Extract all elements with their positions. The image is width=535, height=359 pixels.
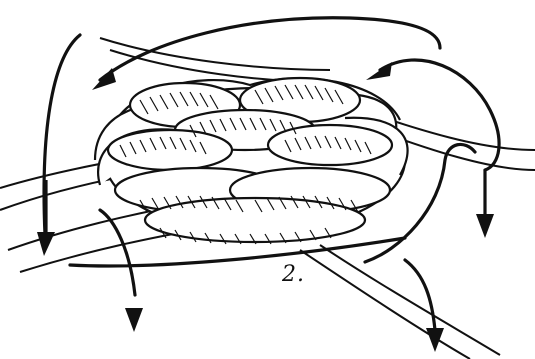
step-number-label: 2. — [282, 262, 305, 287]
